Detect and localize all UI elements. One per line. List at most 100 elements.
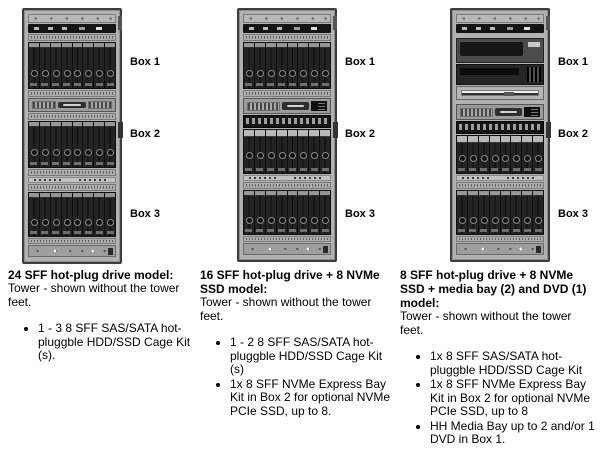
bay-handle-icon	[281, 102, 309, 110]
bottom-section	[243, 243, 331, 255]
drive-bay-icon	[287, 43, 298, 88]
server-tower-illustration	[450, 8, 551, 262]
drive-bay-icon	[105, 122, 115, 167]
model-textblock: 24 SFF hot-plug drive model: Tower - sho…	[8, 268, 194, 363]
iobar-section	[243, 24, 331, 33]
nvmepanel-section	[243, 98, 331, 114]
box-label: Box 2	[558, 128, 588, 140]
vent-section	[243, 90, 331, 97]
drive-bay-icon	[50, 122, 61, 167]
drive-bay-icon	[298, 191, 309, 234]
screws-section	[243, 14, 331, 23]
bay-handle-icon	[58, 101, 86, 109]
drives-section	[28, 121, 116, 168]
model-heading: 24 SFF hot-plug drive model:	[8, 268, 174, 282]
drive-bay-icon	[94, 193, 105, 236]
vent-section	[456, 182, 544, 189]
drive-bay-icon	[254, 43, 265, 88]
drive-bay-icon	[50, 43, 61, 88]
drive-bay-icon	[457, 136, 467, 173]
tape2-section	[456, 64, 544, 85]
drive-bay-icon	[298, 43, 309, 88]
box-label: Box 2	[130, 128, 160, 140]
drive-bay-icon	[467, 191, 478, 234]
drive-bay-icon	[83, 193, 94, 236]
drive-bay-icon	[265, 191, 276, 234]
mediablank-section	[28, 98, 116, 112]
drive-bay-icon	[61, 122, 72, 167]
drive-bay-icon	[276, 191, 287, 234]
dvd-section	[456, 86, 544, 100]
drive-bay-icon	[29, 193, 39, 236]
model-description: Tower - shown without the tower feet.	[200, 295, 372, 323]
feature-bullet: 1 - 2 8 SFF SAS/SATA hot-pluggble HDD/SS…	[230, 335, 396, 377]
figure-8sff-8nvme-media-dvd: Box 1 Box 2 Box 3 8 SFF hot-plug drive + 8…	[400, 8, 598, 448]
drive-bay-icon	[94, 122, 105, 167]
drive-bay-icon	[39, 43, 50, 88]
vent-section	[243, 236, 331, 242]
box-label: Box 3	[345, 208, 375, 220]
grille-section	[456, 121, 544, 134]
box-label: Box 3	[130, 208, 160, 220]
feature-bullet: 1x 8 SFF SAS/SATA hot-pluggble HDD/SSD C…	[430, 349, 598, 377]
vent-section	[28, 184, 116, 191]
drive-bay-icon	[533, 191, 543, 234]
vent-section	[28, 113, 116, 120]
drive-bay-icon	[254, 191, 265, 234]
drive-bay-icon	[511, 191, 522, 234]
drives-section	[456, 190, 544, 235]
vent-section	[28, 169, 116, 176]
vent-section	[28, 238, 116, 244]
feature-list: 1 - 2 8 SFF SAS/SATA hot-pluggble HDD/SS…	[200, 335, 396, 418]
vent-section	[28, 34, 116, 41]
ruler-section	[456, 175, 544, 181]
drive-bay-icon	[29, 43, 39, 88]
drive-bay-icon	[511, 136, 522, 173]
iobar-section	[28, 24, 116, 33]
model-heading: 16 SFF hot-plug drive + 8 NVMe SSD model…	[200, 268, 380, 296]
drive-bay-icon	[105, 43, 115, 88]
grille-icon	[87, 101, 112, 109]
drives-section	[28, 192, 116, 237]
drives-section	[28, 42, 116, 89]
box-label: Box 1	[558, 56, 588, 68]
drive-bay-icon	[265, 130, 276, 173]
feature-list: 1x 8 SFF SAS/SATA hot-pluggble HDD/SSD C…	[400, 349, 598, 447]
iobar-section	[456, 24, 544, 33]
drive-bay-icon	[533, 136, 543, 173]
box-label: Box 3	[558, 208, 588, 220]
bottom-section	[28, 245, 116, 257]
feature-list: 1 - 3 8 SFF SAS/SATA hot-pluggble HDD/SS…	[8, 321, 194, 363]
drive-bay-icon	[254, 130, 265, 173]
drive-bay-icon	[467, 136, 478, 173]
drive-bay-icon	[29, 122, 39, 167]
box-labels: Box 1 Box 2 Box 3	[558, 8, 600, 266]
model-textblock: 8 SFF hot-plug drive + 8 NVMe SSD + medi…	[400, 268, 598, 447]
drive-bay-icon	[309, 130, 320, 173]
bottom-section	[456, 243, 544, 255]
drive-bay-icon	[298, 130, 309, 173]
drive-bay-icon	[244, 43, 254, 88]
model-textblock: 16 SFF hot-plug drive + 8 NVMe SSD model…	[200, 268, 396, 418]
bay-handle-icon	[494, 108, 522, 116]
model-heading: 8 SFF hot-plug drive + 8 NVMe SSD + medi…	[400, 268, 587, 310]
vent-section	[28, 90, 116, 97]
drive-bay-icon	[94, 43, 105, 88]
drive-bay-icon	[72, 122, 83, 167]
vent-section	[456, 236, 544, 242]
spacer-section	[456, 101, 544, 103]
drive-bay-icon	[522, 136, 533, 173]
drive-bay-icon	[61, 43, 72, 88]
spacer-section	[456, 34, 544, 37]
ruler-section	[243, 175, 331, 181]
nvmepanel-section	[456, 104, 544, 120]
drive-bay-icon	[500, 191, 511, 234]
drive-bay-icon	[276, 130, 287, 173]
